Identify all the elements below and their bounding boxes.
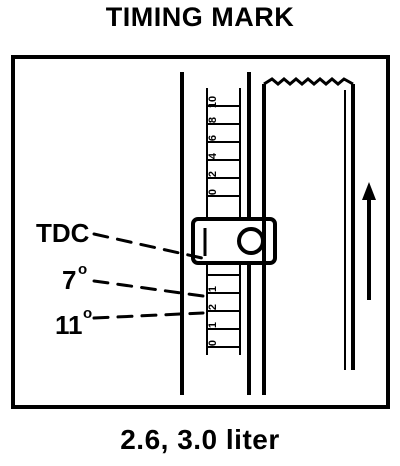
scale-number: 2 xyxy=(207,304,219,310)
rotation-arrow-icon xyxy=(362,182,376,200)
seven-degree-leader-line xyxy=(92,279,205,298)
seven-degree-symbol: o xyxy=(78,261,87,278)
scale-number: 1 xyxy=(207,286,219,292)
tdc-leader-line xyxy=(92,232,204,260)
belt-teeth-edge xyxy=(263,77,354,86)
scale-rungs xyxy=(207,105,240,348)
leader-lines xyxy=(92,232,205,320)
scale-number: 8 xyxy=(207,117,219,123)
scale-number: 0 xyxy=(207,340,219,346)
tdc-label: TDC xyxy=(36,218,90,248)
scale-number: 10 xyxy=(207,96,219,108)
scale-number: 2 xyxy=(207,171,219,177)
diagram-frame xyxy=(11,55,390,409)
scale-number: 4 xyxy=(207,152,219,159)
diagram-title: TIMING MARK xyxy=(105,2,295,32)
eleven-degree-symbol: o xyxy=(83,305,92,322)
scale-number: 6 xyxy=(207,135,219,141)
eleven-degree-label: 11 xyxy=(55,310,83,340)
seven-degree-label: 7 xyxy=(62,265,76,295)
eleven-degree-leader-line xyxy=(92,311,205,320)
scale-number: 0 xyxy=(207,189,219,195)
engine-size-caption: 2.6, 3.0 liter xyxy=(120,424,280,455)
pointer-bolt-hole xyxy=(237,227,265,255)
scale-number: 1 xyxy=(207,322,219,328)
